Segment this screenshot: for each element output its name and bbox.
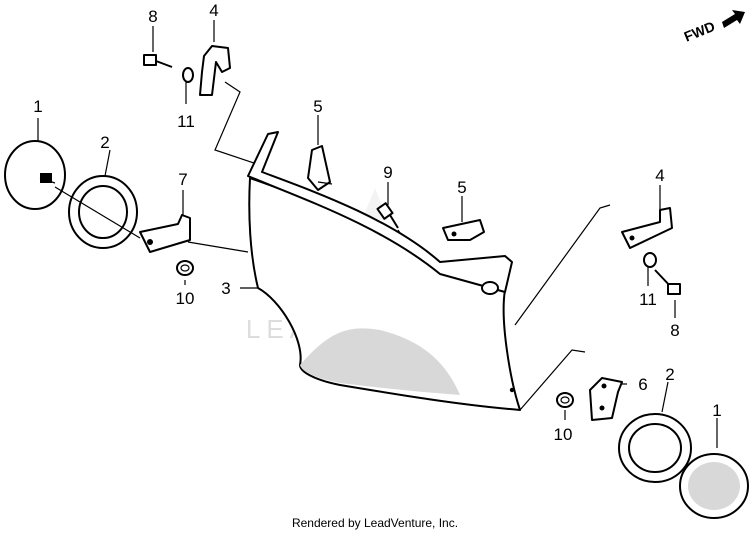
callout-4-right: 4 (655, 166, 664, 185)
fairing-body (247, 131, 521, 411)
lens-left (4, 140, 66, 210)
stay-mid (442, 219, 485, 241)
callout-10-right: 10 (554, 425, 573, 444)
callout-5-mid: 5 (457, 178, 466, 197)
stay-top (307, 145, 333, 191)
callout-9: 9 (383, 163, 392, 182)
fwd-label: FWD (682, 18, 718, 45)
bolt-center (376, 202, 399, 229)
callout-2-right: 2 (665, 365, 674, 384)
bracket-right (589, 377, 623, 421)
clip-top (199, 45, 231, 96)
callout-4-top: 4 (209, 1, 218, 20)
lens-right (679, 453, 749, 519)
callout-10-left: 10 (176, 289, 195, 308)
callout-2-left: 2 (100, 133, 109, 152)
forward-arrow-icon (722, 10, 745, 28)
callout-5-top: 5 (313, 97, 322, 116)
footer-credit: Rendered by LeadVenture, Inc. (291, 516, 459, 530)
callout-1-left: 1 (33, 97, 42, 116)
callout-11-right: 11 (639, 290, 657, 309)
callout-3: 3 (221, 279, 230, 298)
washer-top (182, 67, 194, 83)
callout-11-top: 11 (177, 112, 195, 131)
clip-right (621, 207, 673, 249)
rim-left (54, 175, 141, 249)
bracket-left (139, 214, 191, 253)
washer-right (643, 252, 657, 268)
callout-1-right: 1 (712, 401, 721, 420)
nut-left (176, 260, 194, 276)
callout-8-right: 8 (670, 321, 679, 340)
callout-6: 6 (638, 375, 647, 394)
bolt-top (143, 54, 173, 68)
callout-8-top: 8 (148, 7, 157, 26)
callout-7: 7 (178, 170, 187, 189)
bolt-right (654, 269, 681, 295)
nut-right (556, 392, 574, 408)
rim-right (618, 413, 692, 483)
